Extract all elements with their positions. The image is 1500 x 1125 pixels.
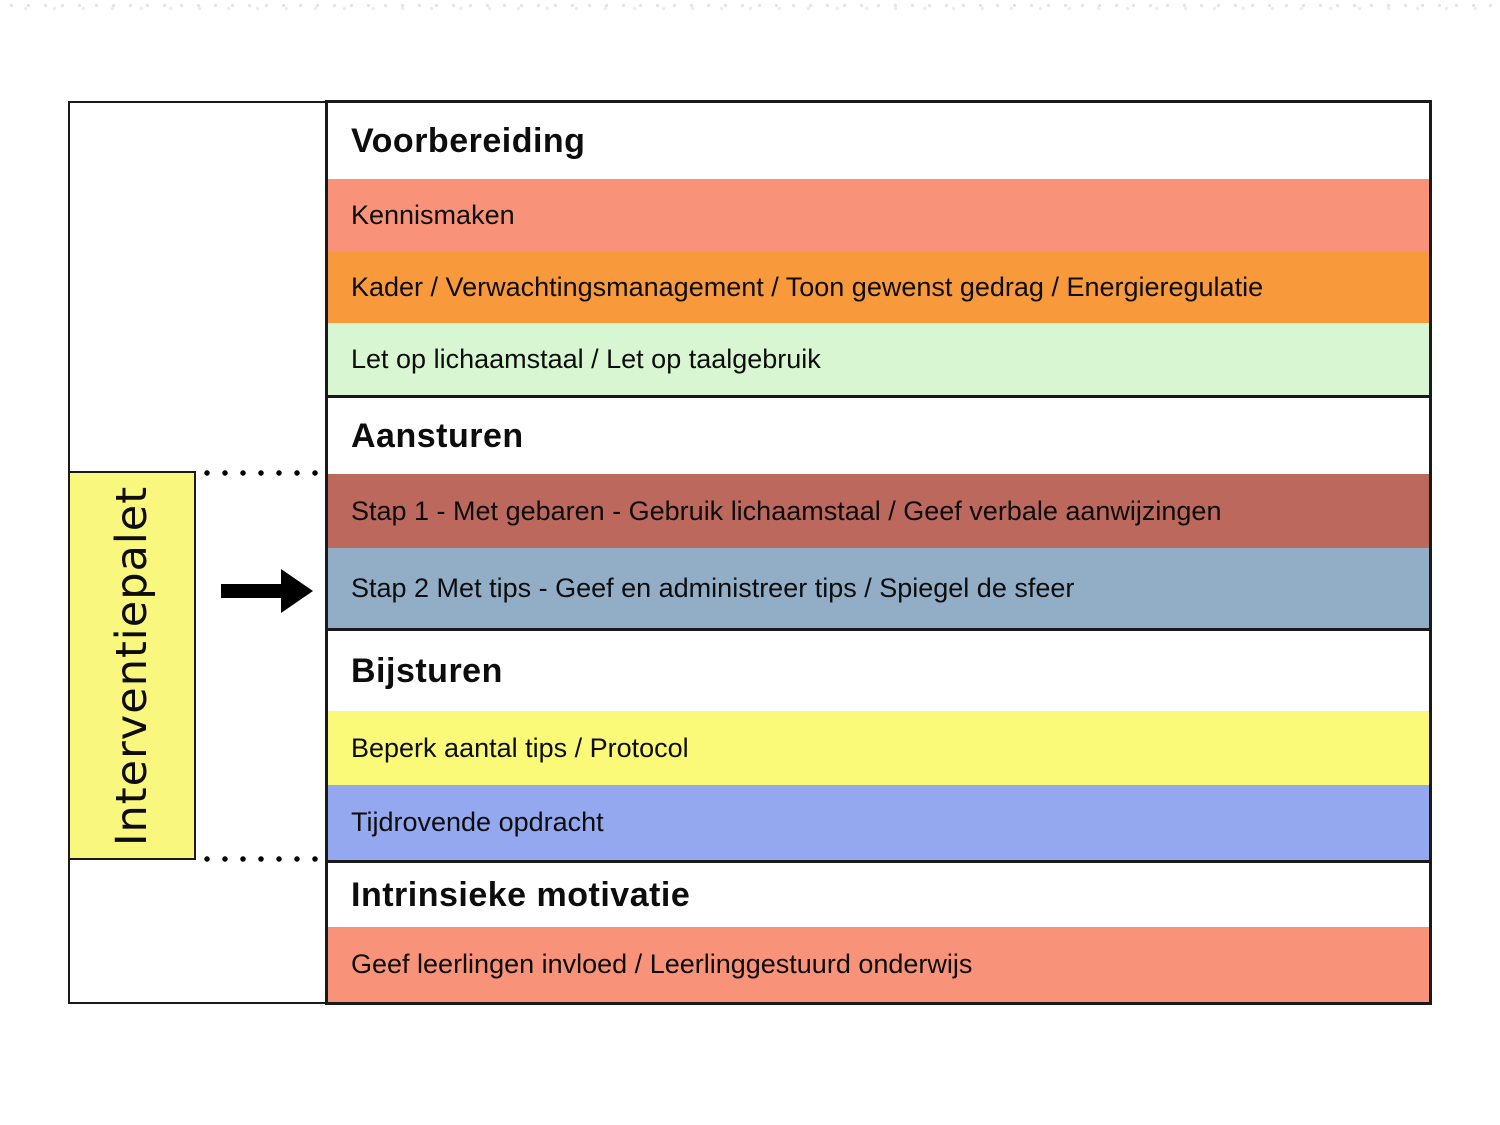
section-title: Bijsturen [328, 631, 1429, 711]
right-arrow-icon [221, 569, 313, 613]
cutoff-text-artifact [0, 0, 1500, 11]
section-voorbereiding: Voorbereiding Kennismaken Kader / Verwac… [328, 103, 1429, 395]
section-aansturen: Aansturen Stap 1 - Met gebaren - Gebruik… [328, 395, 1429, 628]
table-row: Kader / Verwachtingsmanagement / Toon ge… [328, 252, 1429, 323]
arrow-shaft [221, 584, 283, 598]
section-bijsturen: Bijsturen Beperk aantal tips / Protocol … [328, 628, 1429, 860]
section-title: Voorbereiding [328, 103, 1429, 179]
table-row: Let op lichaamstaal / Let op taalgebruik [328, 323, 1429, 395]
table-row: Tijdrovende opdracht [328, 785, 1429, 860]
section-title: Aansturen [328, 398, 1429, 474]
table-row: Kennismaken [328, 179, 1429, 252]
dotted-connector-top [198, 467, 328, 479]
table-row: Stap 1 - Met gebaren - Gebruik lichaamst… [328, 474, 1429, 548]
dotted-connector-bottom [198, 853, 328, 865]
arrow-head [281, 569, 313, 613]
section-title: Intrinsieke motivatie [328, 863, 1429, 927]
table-row: Stap 2 Met tips - Geef en administreer t… [328, 548, 1429, 628]
intervention-table: Voorbereiding Kennismaken Kader / Verwac… [325, 100, 1432, 1005]
interventiepalet-label: Interventiepalet [107, 485, 158, 846]
table-row: Beperk aantal tips / Protocol [328, 711, 1429, 785]
interventiepalet-label-box: Interventiepalet [68, 471, 196, 860]
table-row: Geef leerlingen invloed / Leerlinggestuu… [328, 927, 1429, 1002]
section-intrinsieke-motivatie: Intrinsieke motivatie Geef leerlingen in… [328, 860, 1429, 1002]
